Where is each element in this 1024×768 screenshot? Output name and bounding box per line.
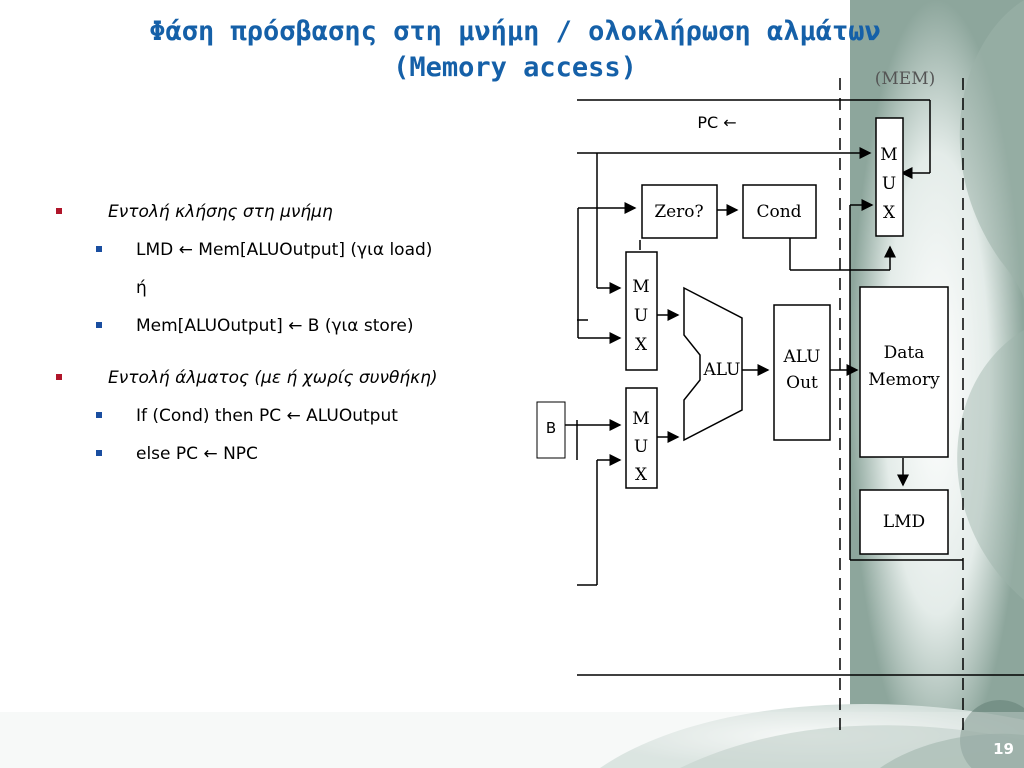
title-line-2: (Memory access) <box>393 52 637 83</box>
bullet-marker <box>96 412 102 418</box>
data-memory-box <box>859 286 949 458</box>
cond-label: Cond <box>756 202 801 222</box>
bullet-text: else PC ← NPC <box>136 444 258 464</box>
bullet-if-cond: If (Cond) then PC ← ALUOutput <box>50 404 536 428</box>
zero-box <box>641 184 718 239</box>
mux-1-u: U <box>634 306 648 326</box>
mem-mux-u: U <box>882 174 896 194</box>
lmd-box <box>859 489 949 555</box>
slide-title: Φάση πρόσβασης στη μνήμη / ολοκλήρωση αλ… <box>40 14 990 86</box>
mem-mux-x: X <box>883 203 896 223</box>
bullet-marker <box>96 322 102 328</box>
bullet-list: Εντολή κλήσης στη μνήμη LMD ← Mem[ALUOut… <box>50 200 530 480</box>
bullet-memory-instruction: Εντολή κλήσης στη μνήμη <box>50 200 530 224</box>
bullet-text: If (Cond) then PC ← ALUOutput <box>136 406 398 426</box>
data-memory-label-2: Memory <box>868 370 940 390</box>
bullet-marker <box>56 374 62 380</box>
bullet-marker <box>56 208 62 214</box>
bullet-text: Εντολή άλματος (με ή χωρίς συνθήκη) <box>108 368 438 388</box>
bullet-mem-store: Mem[ALUOutput] ← B (για store) <box>50 314 446 338</box>
mux-1-m: M <box>632 277 649 297</box>
alu-out-label-1: ALU <box>783 347 821 367</box>
bullet-branch-instruction: Εντολή άλματος (με ή χωρίς συνθήκη) <box>50 366 530 390</box>
data-memory-label-1: Data <box>884 343 925 363</box>
mux-1-x: X <box>635 335 648 355</box>
title-line-1: Φάση πρόσβασης στη μνήμη / ολοκλήρωση αλ… <box>149 16 881 47</box>
zero-label: Zero? <box>654 202 703 222</box>
page-number: 19 <box>993 740 1014 758</box>
mux-2-u: U <box>634 437 648 457</box>
alu-shape <box>683 286 743 442</box>
bullet-lmd-load: LMD ← Mem[ALUOutput] (για load) <box>50 238 446 262</box>
bullet-text: Mem[ALUOutput] ← B (για store) <box>136 316 414 336</box>
mem-stage-header: (MEM) <box>875 69 936 89</box>
b-register-box <box>536 401 566 459</box>
mux-2-box <box>625 387 658 489</box>
alu-out-box <box>773 304 831 441</box>
bullet-text: LMD ← Mem[ALUOutput] (για load) <box>136 240 433 260</box>
alu-out-label-2: Out <box>786 373 818 393</box>
mux-2-m: M <box>632 409 649 429</box>
mem-mux-m: M <box>880 145 897 165</box>
bullet-marker <box>96 246 102 252</box>
mux-1-box <box>625 251 658 371</box>
mux-2-x: X <box>635 465 648 485</box>
mem-mux-box <box>875 117 904 237</box>
b-register-label: B <box>546 419 556 437</box>
bullet-text: Εντολή κλήσης στη μνήμη <box>108 202 333 222</box>
cond-box <box>742 184 817 239</box>
lmd-label: LMD <box>883 512 925 532</box>
pc-label: PC ← <box>697 113 736 132</box>
bullet-else-pc: else PC ← NPC <box>50 442 536 466</box>
bullet-marker <box>96 450 102 456</box>
or-word: ή <box>136 278 147 298</box>
alu-label: ALU <box>703 360 741 380</box>
